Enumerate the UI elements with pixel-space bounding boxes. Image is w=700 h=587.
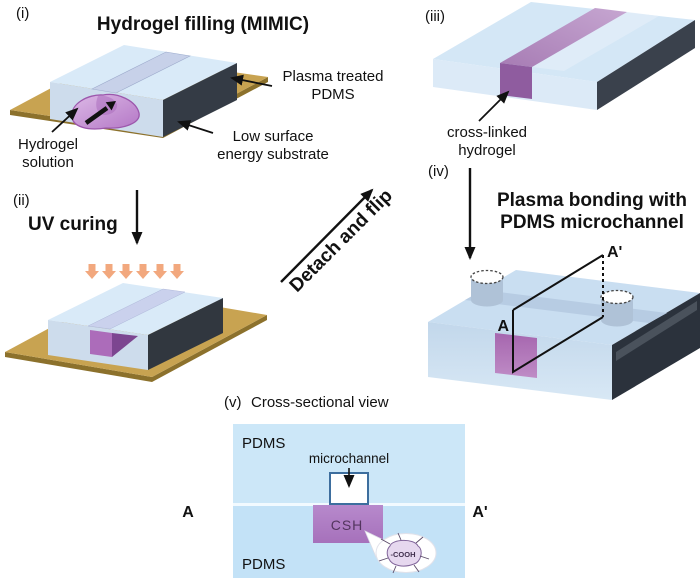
plasma-treated-dark-face — [148, 298, 223, 370]
filled-channel-top — [87, 288, 186, 330]
section-a-label-v: A — [182, 504, 194, 521]
fill-direction-arrow — [84, 106, 109, 125]
hydrogel-ridge-front — [500, 63, 532, 99]
plasma-label-line2: PDMS — [311, 86, 354, 103]
panel-iv-title-line1: Plasma bonding with — [497, 190, 687, 211]
polymer-network-links — [378, 532, 430, 574]
hydrogel-label-line1: Hydrogel — [18, 136, 78, 153]
section-a-label: A — [497, 318, 509, 335]
dark-face-streak — [616, 301, 697, 361]
panel-iv-label: (iv) — [428, 163, 449, 180]
section-plane-outline — [512, 254, 604, 374]
crosslinked-label-line1: cross-linked — [447, 124, 527, 141]
panel-v-title: Cross-sectional view — [251, 394, 389, 411]
polymer-network-blob — [386, 539, 422, 567]
cooh-text: -COOH — [391, 550, 416, 559]
pdms-bottom-text: PDMS — [242, 556, 285, 573]
panel-ii-title: UV curing — [28, 214, 118, 235]
panel-iii-label: (iii) — [425, 8, 445, 25]
hydrogel-label-line2: solution — [22, 154, 74, 171]
panel-v-label: (v) — [224, 394, 242, 411]
section-a-prime-label-v: A' — [472, 504, 487, 521]
detach-flip-label: Detach and flip — [286, 185, 397, 296]
panel-ii-art — [5, 190, 267, 382]
panel-i-art — [10, 45, 273, 138]
plasma-annotation-arrow — [230, 74, 273, 87]
plasma-treated-dark-face — [163, 63, 237, 137]
substrate-label-line1: Low surface — [233, 128, 314, 145]
crosslinked-label-line2: hydrogel — [458, 142, 516, 159]
panel-iv-title-line2: PDMS microchannel — [500, 212, 684, 233]
channel-groove — [91, 51, 191, 94]
hydrogel-ridge-top — [500, 8, 627, 67]
crosslinked-annotation-arrow — [478, 90, 510, 122]
substrate-edge — [5, 352, 152, 382]
substrate-label-line2: energy substrate — [217, 146, 329, 163]
plasma-label-line1: Plasma treated — [283, 68, 384, 85]
fill-direction-arrowhead — [105, 101, 116, 111]
substrate-annotation-arrow — [177, 120, 214, 134]
cured-hydrogel-wedge — [112, 333, 138, 357]
hydrogel-annotation-arrow — [51, 107, 79, 133]
panel-v-art — [233, 424, 465, 578]
substrate-edge — [152, 315, 267, 382]
inlet-port-body — [471, 277, 503, 307]
section-a-prime-label: A' — [607, 244, 622, 261]
plasma-treated-dark-face — [597, 20, 695, 110]
panel-i-label: (i) — [16, 5, 29, 22]
inlet-port-opening — [470, 269, 504, 285]
panel-iv-art — [428, 168, 700, 400]
outlet-port-opening — [600, 289, 634, 305]
outlet-port-body — [601, 297, 633, 327]
csh-text: CSH — [331, 517, 364, 533]
embedded-hydrogel-front — [495, 333, 537, 378]
microchannel-text: microchannel — [309, 451, 389, 466]
panel-ii-label: (ii) — [13, 192, 30, 209]
cured-hydrogel-front — [90, 330, 112, 357]
panel-i-title: Hydrogel filling (MIMIC) — [97, 14, 309, 35]
detach-flip-arrow — [280, 188, 374, 283]
pdms-top-text: PDMS — [242, 435, 285, 452]
transition-art: Detach and flip — [280, 185, 397, 297]
channel-imprint — [532, 12, 659, 71]
panel-iii-art — [433, 2, 695, 122]
uv-light-arrows — [85, 264, 184, 279]
